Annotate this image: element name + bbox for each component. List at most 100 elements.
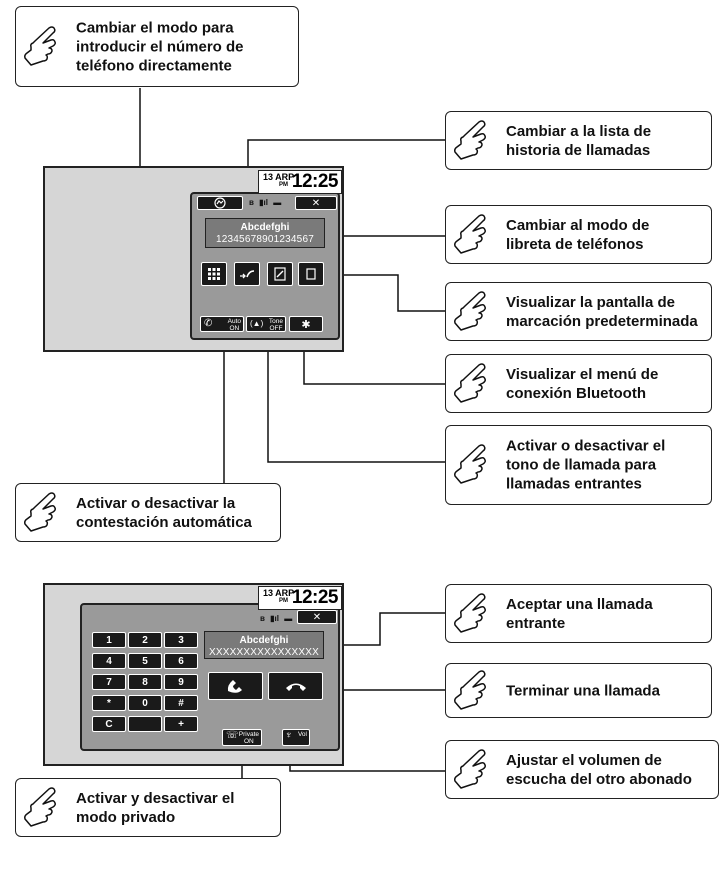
callout-line: conexión Bluetooth [506, 384, 646, 402]
pointing-hand-icon [24, 786, 56, 827]
private-mode-text: Private ON [239, 731, 259, 745]
callout-line: modo privado [76, 808, 176, 826]
phone-handset-icon: ✆ [204, 318, 213, 329]
volume-button[interactable]: ♆ Vol [282, 729, 310, 746]
bluetooth-icon: ʙ [249, 198, 254, 207]
pointing-hand-icon [454, 290, 486, 331]
pointing-hand-icon [454, 119, 486, 160]
phone-source-icon [214, 197, 226, 209]
close-icon: ✕ [312, 611, 322, 623]
callout-ringtone-text: Activar o desactivar el tono de llamada … [506, 437, 705, 494]
direct-dial-button[interactable] [201, 262, 227, 286]
callout-end-call: Terminar una llamada [445, 663, 712, 718]
caller-info-box: Abcdefghi XXXXXXXXXXXXXXXX [204, 631, 324, 659]
keypad-key[interactable]: 1 [92, 632, 126, 648]
callout-direct-number: Cambiar el modo para introducir el númer… [15, 6, 299, 87]
callout-private-mode-text: Activar y desactivar el modo privado [76, 789, 274, 827]
auto-answer-label: Auto [227, 318, 241, 325]
ringtone-label: Tone [268, 318, 283, 325]
bluetooth-menu-button[interactable]: ✱ [289, 316, 323, 332]
close-button[interactable]: ✕ [295, 196, 337, 210]
clock-time: 12:25 [291, 171, 339, 192]
keypad-grid-icon [208, 268, 220, 280]
call-history-button[interactable] [234, 262, 260, 286]
callout-line: libreta de teléfonos [506, 235, 644, 253]
bluetooth-icon: ʙ [260, 614, 265, 623]
callout-line: tono de llamada para [506, 456, 657, 474]
private-handset-icon: ☏ [226, 730, 239, 741]
callout-line: entrante [506, 614, 566, 632]
pointing-hand-icon [454, 362, 486, 403]
callout-default-dial-text: Visualizar la pantalla de marcación pred… [506, 293, 705, 331]
callout-line: historia de llamadas [506, 141, 651, 159]
phone-source-button[interactable] [197, 196, 243, 210]
close-icon: ✕ [311, 197, 321, 209]
clock-ampm: PM [279, 182, 288, 188]
signal-icon: ▮ıl [270, 614, 280, 623]
auto-answer-button[interactable]: ✆ Auto ON [200, 316, 244, 332]
clock-time: 12:25 [291, 587, 339, 608]
callout-history: Cambiar a la lista de historia de llamad… [445, 111, 712, 170]
rectangle-icon [306, 268, 316, 280]
phonebook-button[interactable] [267, 262, 293, 286]
pointing-hand-icon [454, 748, 486, 789]
keypad-key[interactable]: 3 [164, 632, 198, 648]
ringtone-text: Tone OFF [269, 318, 283, 332]
pointing-hand-icon [454, 669, 486, 710]
callout-volume-text: Ajustar el volumen de escucha del otro a… [506, 751, 712, 789]
close-button[interactable]: ✕ [297, 610, 337, 624]
keypad-key-plus[interactable]: + [164, 716, 198, 732]
volume-text: Vol [298, 731, 307, 738]
private-state: ON [244, 738, 254, 745]
callout-line: marcación predeterminada [506, 312, 698, 330]
callout-line: teléfono directamente [76, 57, 232, 74]
callout-private-mode: Activar y desactivar el modo privado [15, 778, 281, 837]
pointing-hand-icon [454, 213, 486, 254]
pointing-hand-icon [454, 592, 486, 633]
phone-hangup-icon [285, 683, 306, 691]
keypad-key[interactable]: 8 [128, 674, 162, 690]
keypad-key[interactable]: 7 [92, 674, 126, 690]
private-mode-button[interactable]: ☏ Private ON [222, 729, 262, 746]
callout-direct-number-text: Cambiar el modo para introducir el númer… [76, 18, 292, 75]
callout-line: Activar y desactivar el [76, 789, 235, 807]
auto-answer-state: ON [229, 325, 240, 332]
contact-number: 12345678901234567 [216, 234, 314, 245]
phone-pickup-icon [227, 680, 242, 693]
gear-icon: ✱ [301, 318, 311, 331]
callout-bluetooth-menu-text: Visualizar el menú de conexión Bluetooth [506, 365, 705, 403]
accept-call-button[interactable] [208, 672, 263, 700]
signal-icon: ▮ıl [259, 198, 269, 207]
keypad-key[interactable]: 5 [128, 653, 162, 669]
keypad-key[interactable]: * [92, 695, 126, 711]
clock-date: 13 ARP [263, 588, 295, 598]
auto-answer-text: Auto ON [228, 318, 241, 332]
pointing-hand-icon [24, 25, 56, 66]
callout-line: Activar o desactivar el [506, 437, 666, 455]
call-history-icon [240, 270, 255, 279]
battery-icon: ▬ [273, 198, 282, 207]
callout-line: escucha del otro abonado [506, 770, 692, 788]
private-label: Private [238, 731, 259, 738]
keypad-key[interactable]: 9 [164, 674, 198, 690]
keypad-key[interactable]: # [164, 695, 198, 711]
keypad-key-blank [128, 716, 162, 732]
pointing-hand-icon [454, 444, 486, 484]
contact-info-box: Abcdefghi 12345678901234567 [205, 218, 325, 248]
callout-default-dial: Visualizar la pantalla de marcación pred… [445, 282, 712, 341]
caller-name: Abcdefghi [239, 635, 289, 646]
keypad-key-clear[interactable]: C [92, 716, 126, 732]
keypad-key[interactable]: 4 [92, 653, 126, 669]
keypad-key[interactable]: 6 [164, 653, 198, 669]
callout-line: Visualizar el menú de [506, 365, 659, 383]
status-icons: ʙ ▮ıl ▬ [260, 614, 292, 623]
callout-line: Activar o desactivar la [76, 494, 236, 512]
callout-auto-answer: Activar o desactivar la contestación aut… [15, 483, 281, 542]
end-call-button[interactable] [268, 672, 323, 700]
dial-keypad: 1 2 3 4 5 6 7 8 9 * 0 # C + [92, 632, 198, 742]
callout-end-call-text: Terminar una llamada [506, 681, 705, 700]
ringtone-button[interactable]: (▲) Tone OFF [246, 316, 286, 332]
keypad-key[interactable]: 0 [128, 695, 162, 711]
keypad-key[interactable]: 2 [128, 632, 162, 648]
default-dial-screen-button[interactable] [298, 262, 324, 286]
